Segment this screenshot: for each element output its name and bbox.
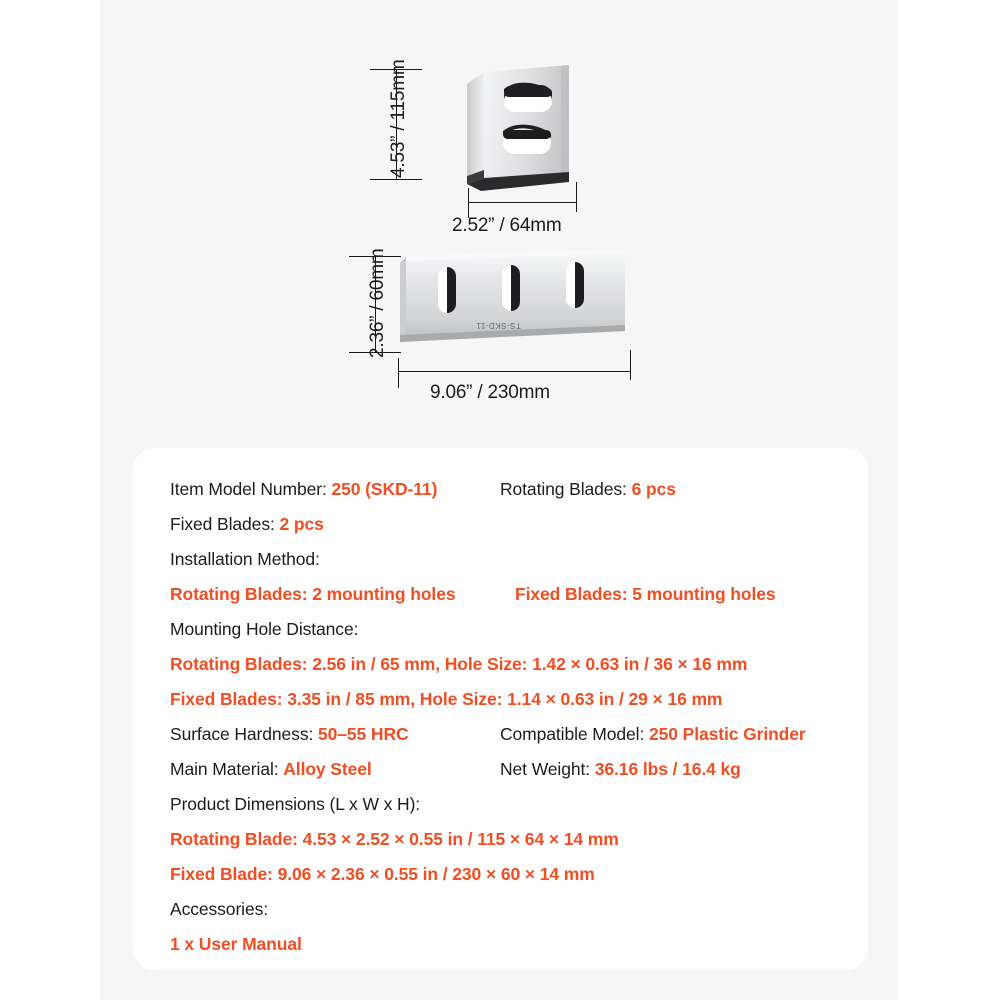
spec-value-secondary: 6 pcs <box>631 479 676 499</box>
spec-accent-value: Rotating Blades: 2.56 in / 65 mm, Hole S… <box>170 654 748 674</box>
rotating-blade-width-tick-left <box>468 188 469 218</box>
fixed-blade-width-tick-left <box>398 358 399 388</box>
fixed-blade-width-label: 9.06” / 230mm <box>430 382 550 403</box>
spec-accent-value: Rotating Blades: 2 mounting holes <box>170 584 456 604</box>
rotating-blade-width-dimension-line <box>468 202 576 203</box>
spec-label: Surface Hardness: <box>170 724 318 744</box>
spec-value-secondary: 36.16 lbs / 16.4 kg <box>594 759 741 779</box>
spec-row: Rotating Blade: 4.53 × 2.52 × 0.55 in / … <box>170 822 860 857</box>
dimension-diagrams: 4.53” / 115mm <box>100 0 898 430</box>
fixed-blade-engraving-text: TS-SKD-11 <box>476 321 521 330</box>
spec-accent-value: Fixed Blades: 3.35 in / 85 mm, Hole Size… <box>170 689 723 709</box>
spec-row: Fixed Blades: 2 pcs <box>170 507 860 542</box>
spec-row: Product Dimensions (L x W x H): <box>170 787 860 822</box>
spec-value-secondary: 250 Plastic Grinder <box>648 724 806 744</box>
rotating-blade-height-tick-bottom <box>370 179 422 180</box>
spec-accent-value: Fixed Blade: 9.06 × 2.36 × 0.55 in / 230… <box>170 864 595 884</box>
spec-accent-value: 1 x User Manual <box>170 934 302 954</box>
spec-heading-label: Product Dimensions (L x W x H): <box>170 794 421 814</box>
rotating-blade-image <box>457 60 587 195</box>
spec-label: Fixed Blades: <box>170 514 280 534</box>
spec-row: Mounting Hole Distance: <box>170 612 860 647</box>
spec-label-secondary: Rotating Blades: <box>500 479 632 499</box>
fixed-blade-height-tick-bottom <box>349 352 401 353</box>
fixed-blade-height-label: 2.36” / 60mm <box>367 248 388 358</box>
fixed-blade-image: TS-SKD-11 <box>392 245 632 355</box>
spec-row: Rotating Blades: 2 mounting holes Fixed B… <box>170 577 860 612</box>
fixed-blade-width-tick-right <box>630 350 631 380</box>
spec-row: 1 x User Manual <box>170 927 860 962</box>
rotating-blade-width-tick-right <box>576 182 577 212</box>
spec-row: Item Model Number: 250 (SKD-11) Rotating … <box>170 472 860 507</box>
spec-value: Alloy Steel <box>283 759 372 779</box>
spec-row: Surface Hardness: 50–55 HRC Compatible Mo… <box>170 717 860 752</box>
rotating-blade-height-dimension-line <box>396 69 397 179</box>
spec-value: 2 pcs <box>279 514 324 534</box>
spec-pair-secondary: Rotating Blades: 6 pcs <box>500 472 676 507</box>
spec-row: Main Material: Alloy Steel Net Weight: 36… <box>170 752 860 787</box>
fixed-blade-height-dimension-line <box>375 256 376 352</box>
spec-label: Item Model Number: <box>170 479 332 499</box>
spec-pair-secondary: Net Weight: 36.16 lbs / 16.4 kg <box>500 752 741 787</box>
rotating-blade-height-tick-top <box>370 69 422 70</box>
spec-heading-label: Accessories: <box>170 899 268 919</box>
spec-heading-label: Mounting Hole Distance: <box>170 619 359 639</box>
fixed-blade-width-dimension-line <box>398 371 630 372</box>
specification-row-list: Item Model Number: 250 (SKD-11) Rotating … <box>170 472 860 962</box>
spec-value: 50–55 HRC <box>318 724 409 744</box>
rotating-blade-width-label: 2.52” / 64mm <box>452 215 562 236</box>
rotating-blade-height-label: 4.53” / 115mm <box>388 59 409 179</box>
spec-row: Accessories: <box>170 892 860 927</box>
spec-accent-value: Rotating Blade: 4.53 × 2.52 × 0.55 in / … <box>170 829 619 849</box>
spec-row: Fixed Blades: 3.35 in / 85 mm, Hole Size… <box>170 682 860 717</box>
spec-accent-value-secondary: Fixed Blades: 5 mounting holes <box>515 584 776 604</box>
spec-row: Installation Method: <box>170 542 860 577</box>
spec-row: Rotating Blades: 2.56 in / 65 mm, Hole S… <box>170 647 860 682</box>
specification-card: Item Model Number: 250 (SKD-11) Rotating … <box>133 448 868 970</box>
spec-label-secondary: Compatible Model: <box>500 724 649 744</box>
spec-label-secondary: Net Weight: <box>500 759 595 779</box>
fixed-blade-height-tick-top <box>349 256 401 257</box>
spec-value: 250 (SKD-11) <box>331 479 438 499</box>
spec-label: Main Material: <box>170 759 284 779</box>
spec-row: Fixed Blade: 9.06 × 2.36 × 0.55 in / 230… <box>170 857 860 892</box>
spec-heading-label: Installation Method: <box>170 549 320 569</box>
spec-pair-secondary: Compatible Model: 250 Plastic Grinder <box>500 717 806 752</box>
